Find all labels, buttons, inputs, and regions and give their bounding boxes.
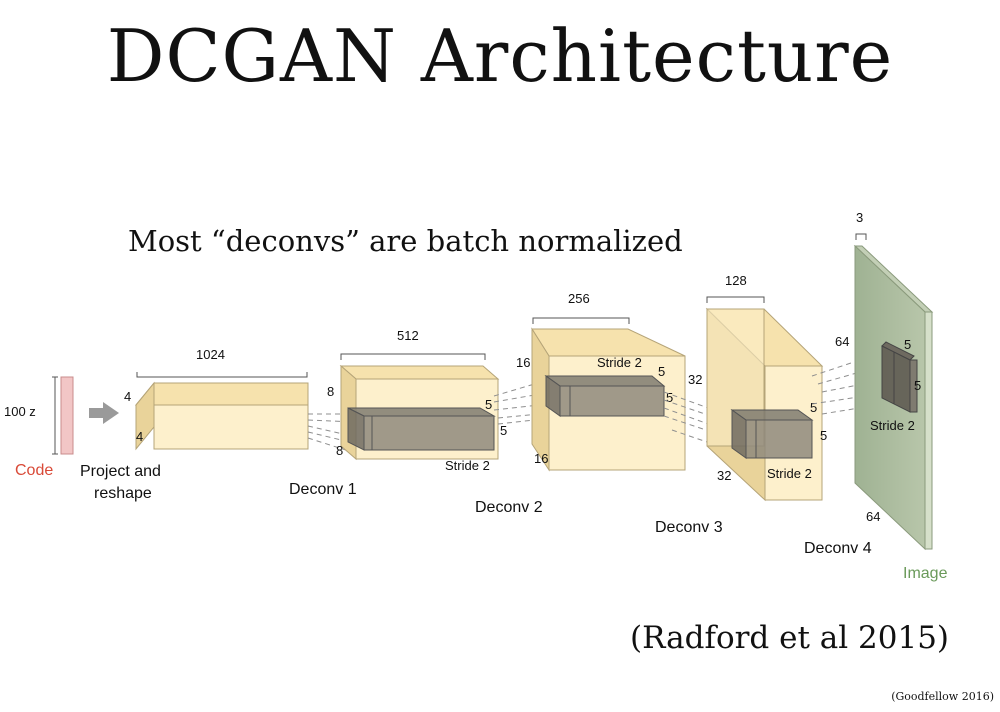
project-label-line1: Project and [80,463,161,480]
deconv3-kernel-h-label: 5 [810,400,817,415]
deconv3-label: Deconv 3 [655,519,723,536]
deconv1-width-label: 512 [397,328,419,343]
deconv4-kernel-w-label: 5 [914,378,921,393]
deconv4-label: Deconv 4 [804,540,872,557]
code-dim-label: 100 z [4,404,36,419]
deconv2-depth-label: 16 [534,451,548,466]
deconv1-width-bracket [340,353,486,360]
credit-footnote: (Goodfellow 2016) [891,690,994,703]
project-front-face [153,404,309,450]
slide-title: DCGAN Architecture [106,14,894,98]
deconv2-kernel-w-label: 5 [666,390,673,405]
deconv1-depth-label: 8 [336,443,343,458]
deconv1-label: Deconv 1 [289,481,357,498]
deconv1-height-label: 8 [327,384,334,399]
deconv2-width-bracket [532,317,630,324]
deconv2-kernel-h-label: 5 [658,364,665,379]
project-arrow [89,402,119,424]
deconv3-width-bracket [706,296,765,303]
deconv1-kernel [347,407,496,451]
deconv2-label: Deconv 2 [475,499,543,516]
deconv3-kernel [730,409,814,459]
deconv4-block: 3 64 64 5 5 Stride 2 Deconv 4 Image [804,210,948,582]
deconv4-width-label: 3 [856,210,863,225]
image-side-edge [924,311,933,550]
deconv4-height-label: 64 [835,334,849,349]
deconv1-stride-label: Stride 2 [445,458,490,473]
project-top-face [134,382,309,406]
project-label-line2: reshape [94,485,152,502]
code-vector: 100 z Code [4,376,74,479]
slide-subtitle: Most “deconvs” are batch normalized [128,224,683,258]
deconv2-height-label: 16 [516,355,530,370]
deconv3-depth-label: 32 [717,468,731,483]
citation: (Radford et al 2015) [630,620,950,656]
project-block: 1024 4 4 Project and reshape [80,347,309,502]
deconv1-top-face [339,365,500,380]
project-depth-label: 4 [136,429,143,444]
deconv4-stride-label: Stride 2 [870,418,915,433]
deconv2-top-face [531,328,686,357]
code-bar [60,376,74,455]
deconv1-kernel-w-label: 5 [500,423,507,438]
deconv3-block: 128 32 32 5 5 Stride 2 Deconv 3 [655,273,827,536]
deconv1-block: 512 8 8 5 5 Stride 2 Deconv 1 [289,328,507,498]
deconv4-width-bracket [855,233,867,240]
deconv4-kernel [881,341,918,413]
deconv3-height-label: 32 [688,372,702,387]
project-width-label: 1024 [196,347,225,362]
deconv2-width-label: 256 [568,291,590,306]
deconv3-stride-label: Stride 2 [767,466,812,481]
project-height-label: 4 [124,389,131,404]
deconv2-kernel [544,375,666,417]
deconv3-width-label: 128 [725,273,747,288]
project-width-bracket [136,372,308,378]
deconv4-depth-label: 64 [866,509,880,524]
image-label: Image [903,565,948,582]
deconv1-kernel-h-label: 5 [485,397,492,412]
deconv2-stride-label: Stride 2 [597,355,642,370]
deconv4-kernel-h-label: 5 [904,337,911,352]
code-label: Code [15,462,53,479]
deconv3-kernel-w-label: 5 [820,428,827,443]
deconv2-block: 256 16 16 5 5 Stride 2 Deconv 2 [475,291,686,516]
